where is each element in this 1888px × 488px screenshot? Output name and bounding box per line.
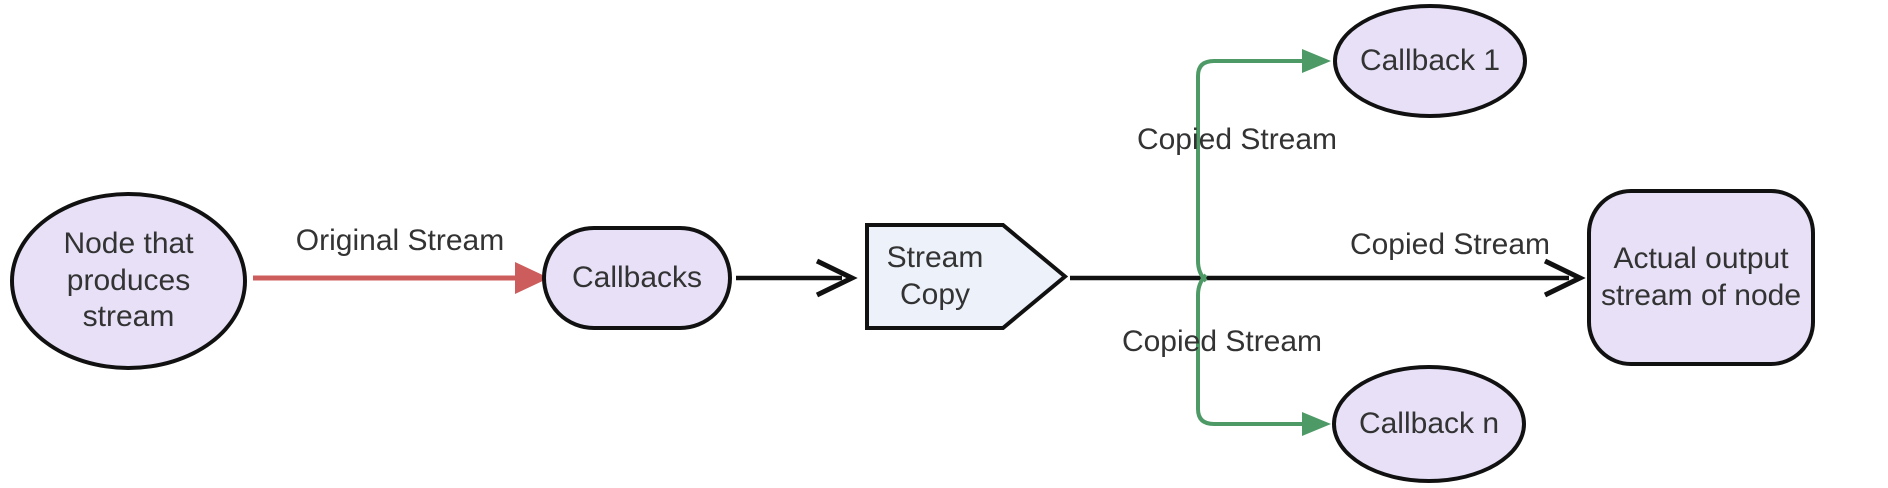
node-callback-n: Callback n (1332, 365, 1526, 483)
node-output-label: Actual output stream of node (1600, 241, 1802, 312)
edge-copied-top-arrowhead (1302, 49, 1331, 73)
node-callback-1-label: Callback 1 (1359, 43, 1501, 77)
node-callback-n-label: Callback n (1358, 406, 1500, 440)
edge-copied-bottom-line (1196, 273, 1304, 426)
node-callbacks-label: Callbacks (571, 260, 703, 294)
node-stream-copy: Stream Copy (867, 225, 1003, 328)
node-stream-copy-label: Stream Copy (886, 240, 984, 311)
node-producer: Node that produces stream (10, 192, 247, 370)
edge-original-stream-arrowhead (515, 262, 549, 294)
node-producer-label: Node that produces stream (63, 227, 194, 334)
node-callback-1: Callback 1 (1333, 4, 1527, 118)
node-stream-copy-shape (865, 223, 1069, 330)
node-output: Actual output stream of node (1587, 189, 1815, 366)
edge-callbacks-to-copy-arrowhead (815, 258, 858, 298)
edge-label-copied-stream-top: Copied Stream (1136, 123, 1338, 156)
edge-label-copied-stream-main: Copied Stream (1349, 228, 1551, 261)
edge-label-copied-stream-bottom: Copied Stream (1121, 325, 1323, 358)
edge-copied-main-arrowhead (1543, 258, 1586, 298)
node-callbacks: Callbacks (542, 226, 732, 330)
edge-copied-top-line (1196, 59, 1304, 283)
edge-label-original-stream: Original Stream (295, 224, 505, 257)
edge-copied-bottom-arrowhead (1302, 412, 1331, 436)
